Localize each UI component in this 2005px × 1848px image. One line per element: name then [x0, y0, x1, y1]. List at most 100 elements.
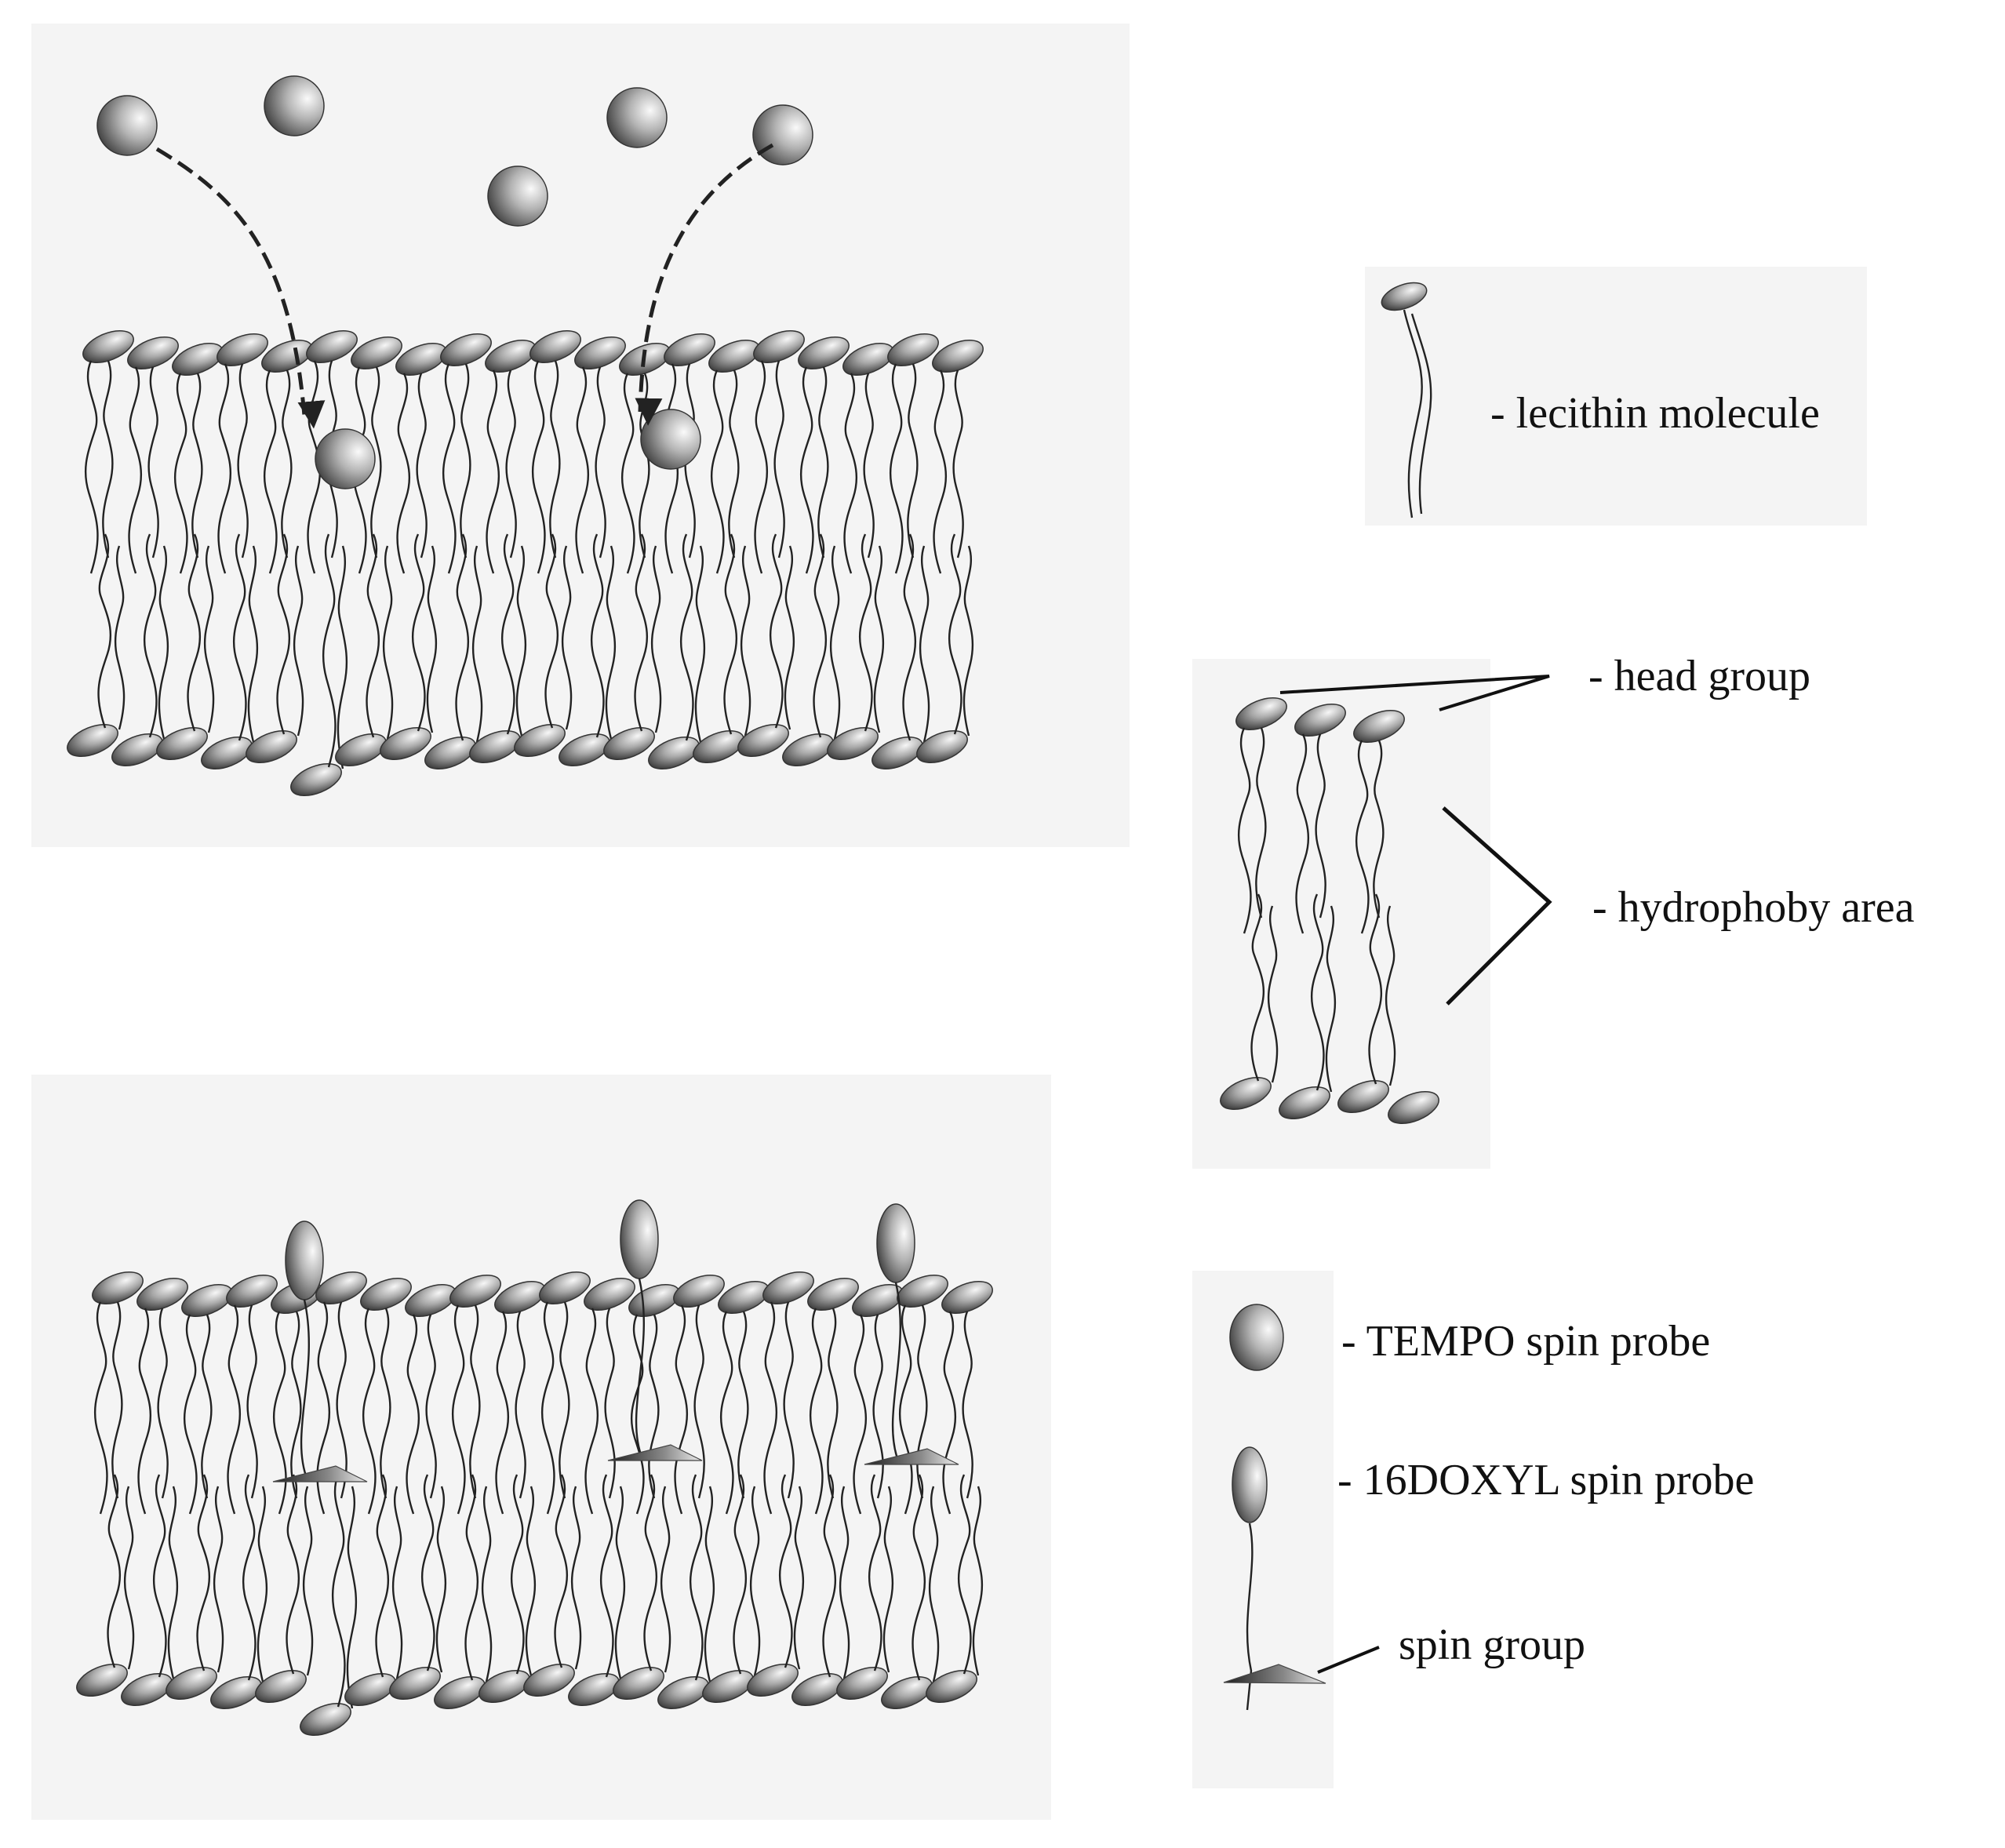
top-upper-tail-11b: [549, 360, 561, 558]
top-lower-tail-16b: [784, 545, 795, 730]
bottom-upper-tail-4b: [246, 1304, 258, 1499]
insertion-arrow-1: [155, 147, 326, 429]
head-group-leader-lines: [1279, 675, 1550, 711]
top-upper-tail-8a: [396, 373, 411, 574]
top-upper-tail-2a: [128, 366, 143, 574]
top-lower-head-7: [335, 733, 387, 767]
doxyl-probe-chain-3: [891, 1282, 901, 1464]
bottom-lower-head-5: [255, 1669, 307, 1704]
head-group-label: - head group: [1588, 652, 1810, 700]
top-upper-tail-9b: [460, 363, 471, 558]
bottom-upper-head-1: [92, 1271, 144, 1305]
bottom-lower-head-8: [389, 1666, 441, 1701]
top-lower-tail-6a: [322, 533, 337, 768]
top-lower-head-1: [67, 723, 118, 758]
legend-graphics: [1220, 282, 1552, 1711]
top-lower-head-6: [290, 762, 342, 797]
top-upper-head-17: [798, 336, 850, 370]
legend-tempo-icon: [1229, 1304, 1284, 1371]
top-upper-tail-16a: [754, 360, 769, 574]
bottom-lower-tail-6b: [346, 1486, 358, 1709]
top-upper-tail-9a: [442, 363, 457, 574]
bottom-upper-tail-13a: [630, 1314, 645, 1515]
top-lower-tail-14b: [694, 545, 706, 743]
top-upper-tail-1a: [84, 360, 99, 574]
bottom-upper-tail-17a: [809, 1308, 824, 1515]
bottom-lower-tail-20b: [972, 1486, 984, 1676]
top-upper-head-4: [217, 333, 268, 367]
doxyl-spin-probe-label: - 16DOXYL spin probe: [1337, 1456, 1754, 1504]
legend-lower-tail-3a: [1368, 893, 1383, 1085]
top-upper-tail-17b: [817, 366, 829, 558]
top-upper-tail-12b: [595, 366, 606, 558]
top-lower-head-17: [782, 733, 834, 767]
bottom-lower-head-7: [344, 1672, 396, 1707]
top-upper-tail-15a: [710, 369, 725, 574]
bottom-upper-head-14: [673, 1274, 725, 1308]
bottom-lower-head-18: [836, 1666, 888, 1701]
bottom-upper-tail-3a: [183, 1314, 198, 1515]
top-lower-tail-12b: [605, 545, 617, 740]
legend-upper-tail-2a: [1295, 733, 1310, 934]
bottom-lower-tail-8a: [420, 1474, 435, 1672]
bottom-lower-tail-7b: [391, 1486, 403, 1679]
top-lower-head-16: [737, 723, 789, 758]
top-lower-tail-17b: [829, 545, 841, 740]
bottom-lower-head-14: [657, 1675, 709, 1710]
legend-upper-head-2: [1294, 703, 1346, 737]
top-lower-tail-7a: [366, 533, 380, 738]
legend-lower-head-4: [1388, 1090, 1439, 1125]
top-lower-tail-10b: [515, 545, 527, 737]
top-upper-tail-20a: [933, 369, 948, 574]
bottom-lower-tail-5b: [302, 1486, 314, 1676]
bottom-upper-head-7: [360, 1277, 412, 1311]
top-upper-tail-8b: [416, 373, 428, 558]
top-upper-tail-17a: [799, 366, 814, 574]
bottom-lower-tail-3a: [196, 1474, 211, 1672]
insertion-arrows: [155, 143, 774, 429]
bottom-upper-tail-4a: [227, 1304, 242, 1515]
legend-lower-head-1: [1220, 1076, 1272, 1111]
bottom-lower-tail-16b: [793, 1486, 805, 1670]
bottom-lower-head-1: [76, 1663, 128, 1697]
bottom-upper-tail-12a: [584, 1308, 599, 1515]
bottom-upper-tail-14a: [674, 1304, 689, 1515]
spin-group-leader-line: [1317, 1646, 1380, 1674]
hydrophoby-area-label: - hydrophoby area: [1592, 883, 1915, 932]
top-lower-head-9: [424, 736, 476, 770]
bottom-upper-tail-15a: [719, 1311, 734, 1515]
top-lower-tail-16a: [769, 533, 784, 729]
bottom-lower-head-2: [121, 1672, 173, 1707]
top-lower-tail-3a: [187, 533, 202, 732]
bottom-lower-tail-20a: [957, 1474, 972, 1675]
doxyl-spin-group-3: [864, 1448, 959, 1465]
bottom-lower-head-12: [568, 1672, 620, 1707]
top-lower-tail-18b: [873, 545, 885, 733]
top-lower-head-11: [514, 723, 566, 758]
tempo-probe-free-3: [487, 166, 548, 227]
bottom-lower-tail-16a: [778, 1474, 793, 1668]
top-lower-head-15: [693, 729, 744, 764]
bottom-upper-head-16: [762, 1271, 814, 1305]
top-upper-head-14: [664, 333, 715, 367]
legend-upper-tail-1a: [1237, 727, 1252, 934]
bottom-lower-tail-7a: [375, 1474, 390, 1678]
top-upper-tail-20b: [952, 369, 964, 558]
bottom-upper-tail-6b: [336, 1301, 348, 1499]
bottom-lower-tail-14b: [704, 1486, 715, 1682]
bottom-lower-head-19: [881, 1675, 933, 1710]
top-lower-tail-1a: [97, 533, 112, 729]
top-lower-tail-12a: [590, 533, 605, 738]
top-upper-tail-4b: [237, 363, 249, 558]
doxyl-probe-head-2: [620, 1199, 659, 1279]
bottom-lower-tail-4a: [242, 1474, 257, 1681]
bottom-lower-head-16: [747, 1663, 799, 1697]
doxyl-probes-in-bilayer: [272, 1199, 959, 1482]
legend-doxyl-head-icon: [1232, 1446, 1268, 1523]
doxyl-spin-group-1: [272, 1465, 368, 1482]
bottom-lower-tail-2a: [152, 1474, 167, 1678]
top-lower-tail-7b: [382, 545, 394, 740]
legend-upper-tail-1b: [1255, 727, 1267, 919]
top-upper-tail-1b: [102, 360, 114, 558]
top-lower-tail-15a: [723, 533, 738, 735]
